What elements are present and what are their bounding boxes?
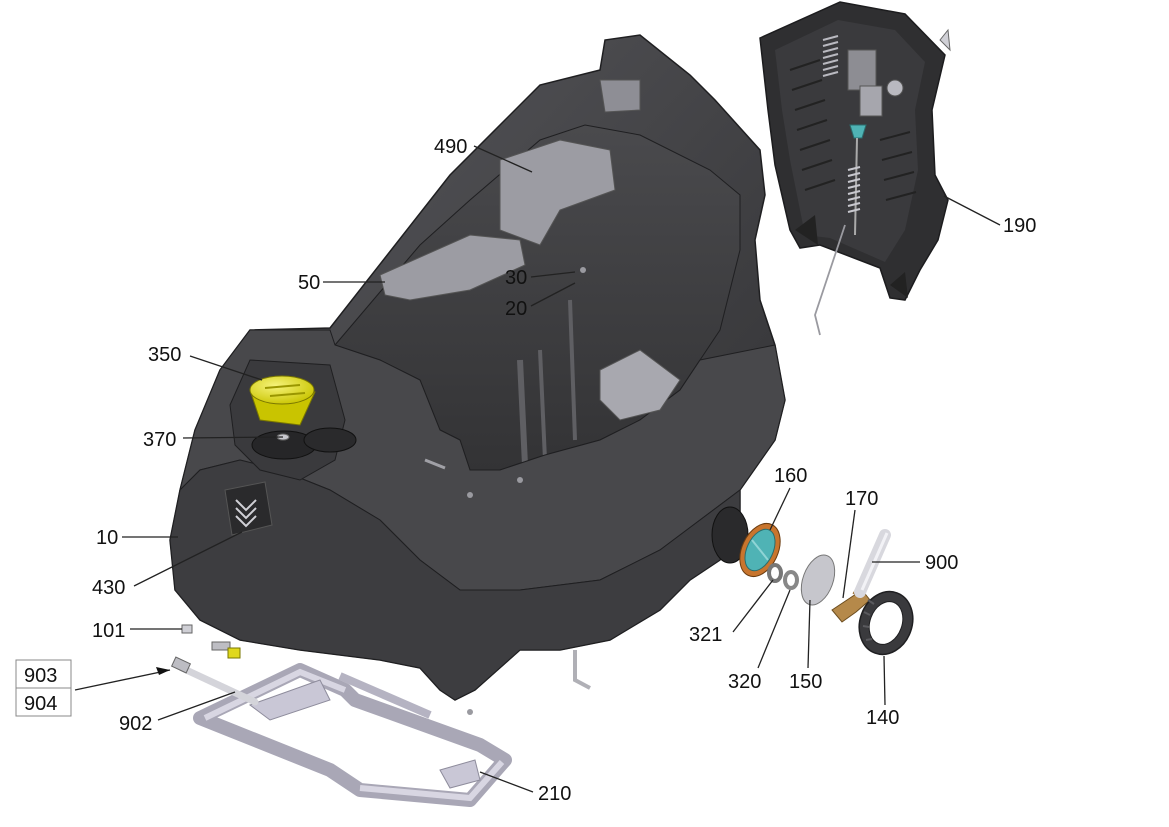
callout-30: 30 <box>505 267 527 289</box>
callout-320: 320 <box>728 671 761 693</box>
callout-10: 10 <box>96 527 118 549</box>
callout-210: 210 <box>538 783 571 805</box>
callout-190: 190 <box>1003 215 1036 237</box>
brand-logo <box>235 499 257 528</box>
callout-20: 20 <box>505 298 527 320</box>
callout-labels: 490 50 30 20 350 370 10 430 101 903 904 … <box>24 136 1036 805</box>
callout-370: 370 <box>143 429 176 451</box>
callout-160: 160 <box>774 465 807 487</box>
callout-902: 902 <box>119 713 152 735</box>
callout-903: 903 <box>24 665 57 687</box>
callout-321: 321 <box>689 624 722 646</box>
callout-140: 140 <box>866 707 899 729</box>
callout-101: 101 <box>92 620 125 642</box>
cover-disc <box>800 554 836 606</box>
callout-490: 490 <box>434 136 467 158</box>
bolt-903-904 <box>170 656 192 674</box>
ring-nut <box>858 590 914 656</box>
tank-cap <box>249 375 316 426</box>
callout-150: 150 <box>789 671 822 693</box>
main-body <box>169 34 786 715</box>
arrowhead <box>156 667 170 675</box>
callout-50: 50 <box>298 272 320 294</box>
gasket-seal <box>739 523 781 577</box>
callout-900: 900 <box>925 552 958 574</box>
base-frame <box>193 663 512 807</box>
washer-321 <box>767 563 783 583</box>
callout-350: 350 <box>148 344 181 366</box>
callout-170: 170 <box>845 488 878 510</box>
washer-320 <box>783 570 799 590</box>
spring <box>822 35 839 77</box>
callout-904: 904 <box>24 693 57 715</box>
leader-lines <box>74 145 1001 793</box>
callout-430: 430 <box>92 577 125 599</box>
rear-cover-panel <box>759 1 951 336</box>
axle-rod <box>178 664 259 706</box>
